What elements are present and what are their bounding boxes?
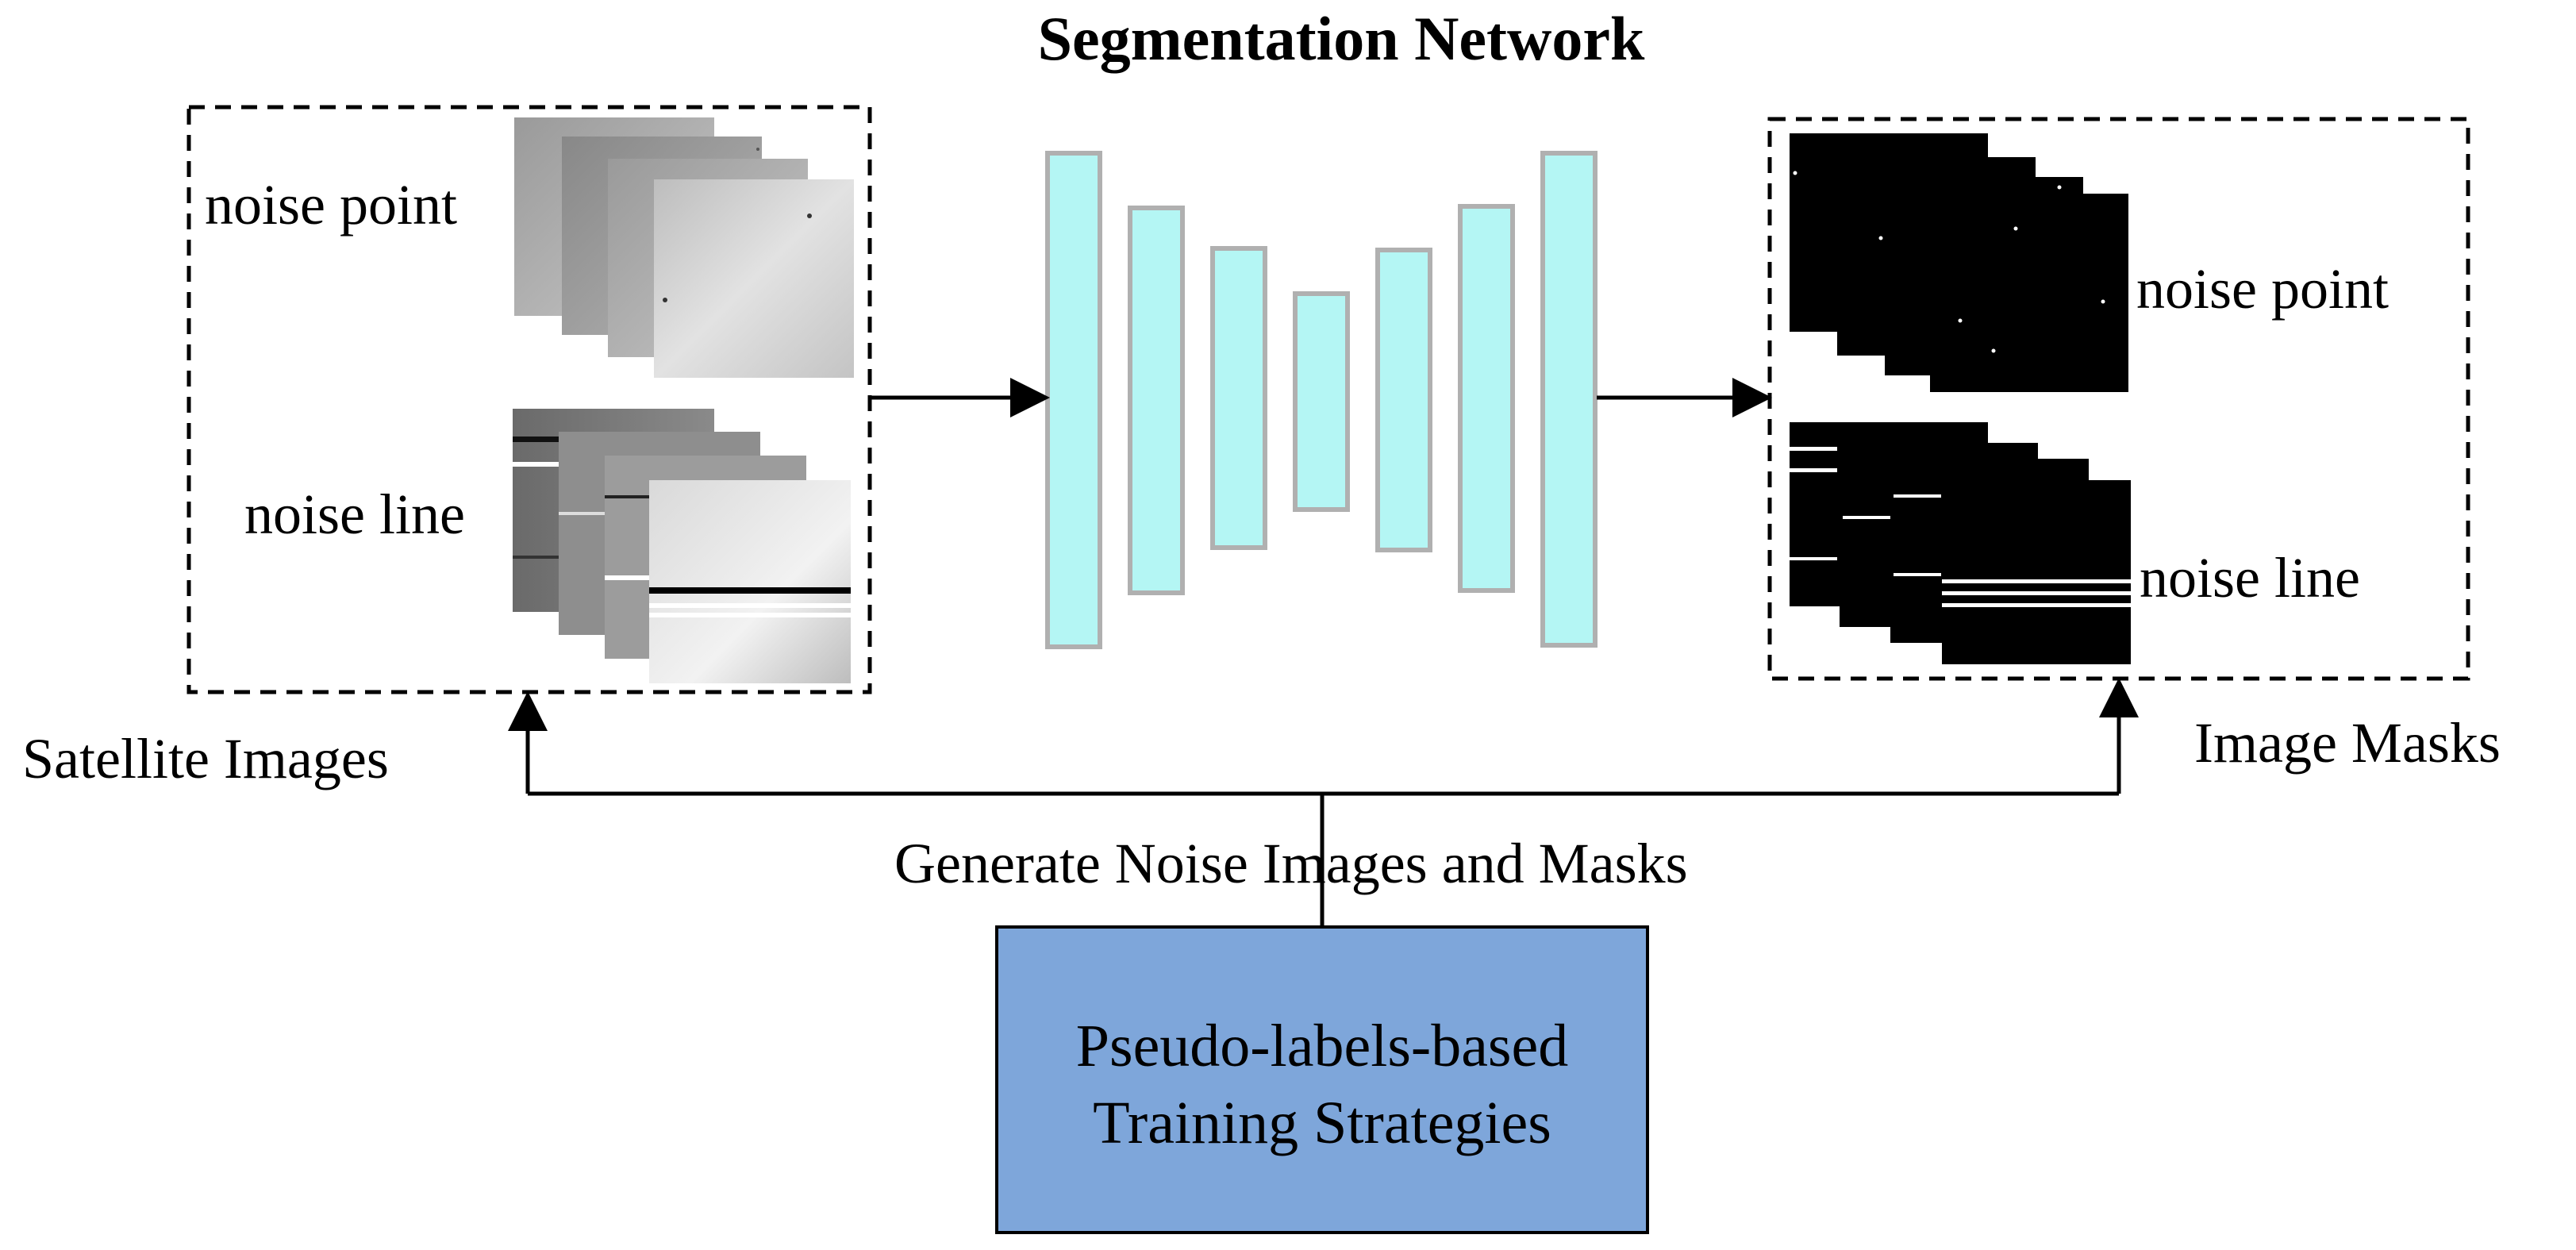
satellite-images-caption: Satellite Images: [22, 727, 389, 790]
noise-point-mask-stack: [1790, 133, 2128, 392]
training-box-line1: Pseudo-labels-based: [1076, 1013, 1569, 1079]
noise-line-image-stack: [513, 409, 851, 683]
generate-label: Generate Noise Images and Masks: [894, 832, 1688, 895]
decoder-block-2: [1458, 204, 1515, 593]
training-strategies-box: [995, 925, 1649, 1234]
encoder-block-2: [1128, 206, 1185, 595]
decoder-block-1: [1375, 248, 1432, 552]
encoder-block-3: [1210, 246, 1267, 550]
satellite-noise-point-label: noise point: [205, 173, 457, 237]
mask-noise-line-label: noise line: [2140, 546, 2360, 610]
diagram-title: Segmentation Network: [1038, 4, 1645, 73]
decoder-block-3: [1540, 151, 1598, 648]
bottleneck-block: [1293, 291, 1350, 512]
image-masks-caption: Image Masks: [2194, 711, 2501, 775]
training-box-line2: Training Strategies: [1093, 1090, 1551, 1156]
noise-line-mask-stack: [1790, 422, 2131, 664]
encoder-block-1: [1045, 151, 1102, 649]
satellite-noise-line-label: noise line: [244, 483, 465, 546]
noise-point-image-stack: [514, 117, 854, 378]
segmentation-network: [1045, 151, 1598, 649]
mask-noise-point-label: noise point: [2136, 257, 2389, 321]
